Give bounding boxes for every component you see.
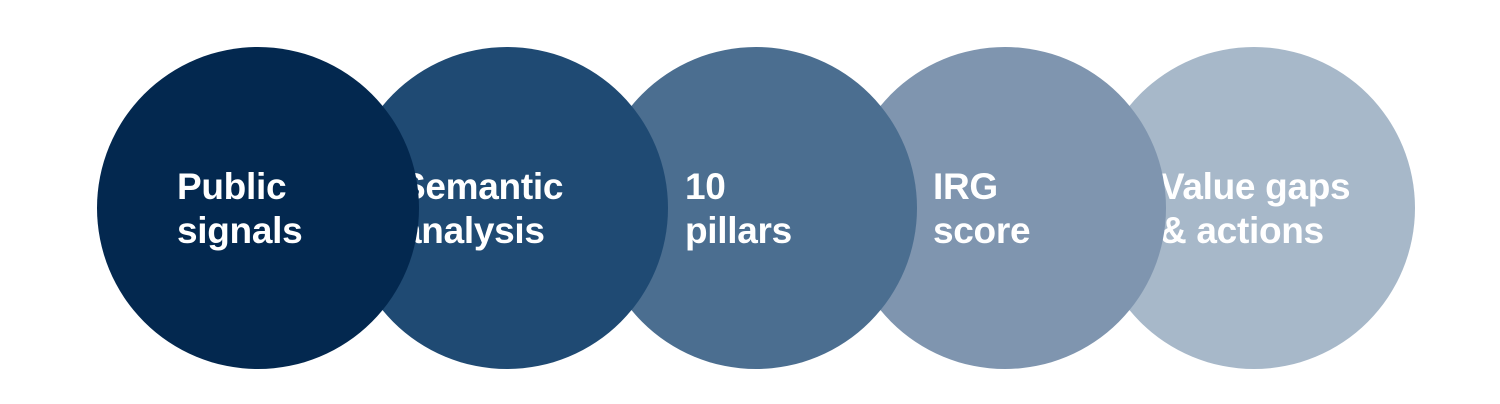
step-label-line: score <box>933 210 1031 251</box>
step-label-line: Value gaps <box>1160 166 1351 207</box>
step-label-line: signals <box>177 210 303 251</box>
step-label-line: pillars <box>685 210 792 251</box>
step-label: Value gaps & actions <box>1160 165 1351 253</box>
step-label: IRG score <box>933 165 1031 253</box>
step-label: Public signals <box>177 165 303 253</box>
step-label-line: Public <box>177 166 287 207</box>
step-circle-irg-score: IRG score <box>844 47 1166 369</box>
step-label-line: 10 <box>685 166 726 207</box>
step-label-line: & actions <box>1160 210 1324 251</box>
step-label-line: Semantic <box>401 166 564 207</box>
step-label: Semantic analysis <box>401 165 563 253</box>
step-label: 10 pillars <box>685 165 792 253</box>
step-label-line: IRG <box>933 166 998 207</box>
step-label-line: analysis <box>401 210 545 251</box>
step-circle-public-signals: Public signals <box>97 47 419 369</box>
step-circle-10-pillars: 10 pillars <box>595 47 917 369</box>
